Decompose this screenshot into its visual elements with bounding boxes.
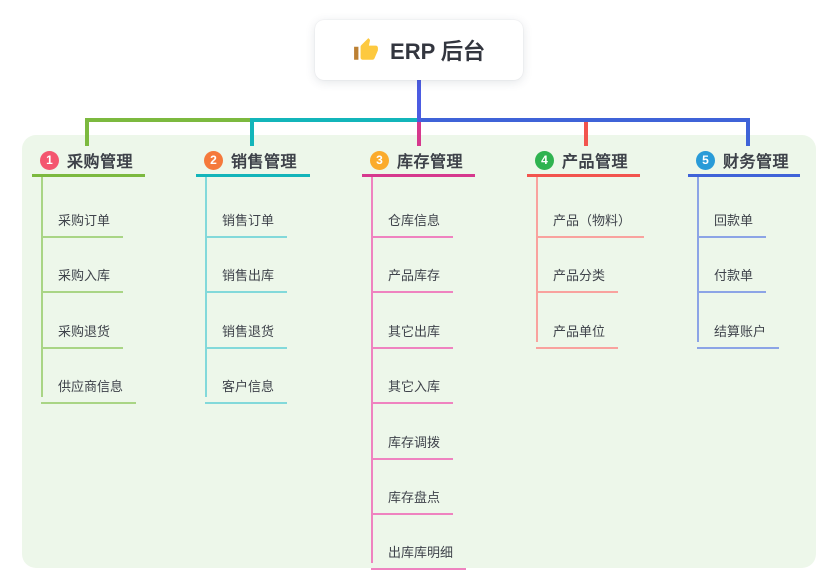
node-receipt-slip[interactable]: 回款单 [697,199,767,238]
connector-purchase-stub [85,118,89,146]
branch-label: 产品管理 [562,154,629,171]
node-other-outbound[interactable]: 其它出库 [371,310,454,349]
branch-inventory-vline [371,177,373,563]
branch-label: 财务管理 [723,154,790,171]
connector-inventory-stub [417,122,421,146]
node-stock-transfer[interactable]: 库存调拨 [371,421,454,460]
node-purchase-return[interactable]: 采购退货 [41,310,124,349]
branch-title-inventory[interactable]: 3 库存管理 [362,146,475,177]
root-connector-line [417,80,421,122]
node-outbound-detail[interactable]: 出库库明细 [371,531,467,570]
branch-product: 4 产品管理 产品（物料） 产品分类 产品单位 [527,146,645,349]
branches-panel [22,135,816,568]
branch-purchase-vline [41,177,43,397]
connector-sales-stub [250,118,254,146]
connector-finance-stub [746,118,750,146]
node-sales-outbound[interactable]: 销售出库 [205,254,288,293]
connector-product-stub [584,122,588,146]
node-sales-return[interactable]: 销售退货 [205,310,288,349]
thumbs-up-icon [353,37,379,63]
node-customer-info[interactable]: 客户信息 [205,365,288,404]
badge-3: 3 [370,150,389,170]
branch-sales: 2 销售管理 销售订单 销售出库 销售退货 客户信息 [196,146,310,404]
branch-label: 销售管理 [231,154,298,171]
connector-finance-line [417,118,750,122]
node-settlement-account[interactable]: 结算账户 [697,310,780,349]
node-product-category[interactable]: 产品分类 [536,254,619,293]
node-payment-slip[interactable]: 付款单 [697,254,767,293]
branch-label: 采购管理 [67,154,134,171]
branch-title-purchase[interactable]: 1 采购管理 [32,146,145,177]
node-purchase-order[interactable]: 采购订单 [41,199,124,238]
branch-title-product[interactable]: 4 产品管理 [527,146,640,177]
branch-title-finance[interactable]: 5 财务管理 [688,146,800,177]
node-product-unit[interactable]: 产品单位 [536,310,619,349]
branch-purchase: 1 采购管理 采购订单 采购入库 采购退货 供应商信息 [32,146,145,404]
node-product-material[interactable]: 产品（物料） [536,199,645,238]
badge-2: 2 [204,150,223,170]
branch-finance-vline [697,177,699,342]
branch-title-sales[interactable]: 2 销售管理 [196,146,310,177]
connector-sales-line [250,118,417,122]
node-other-inbound[interactable]: 其它入库 [371,365,454,404]
node-sales-order[interactable]: 销售订单 [205,199,288,238]
node-supplier-info[interactable]: 供应商信息 [41,365,137,404]
branch-product-vline [536,177,538,342]
branch-sales-vline [205,177,207,397]
root-title: ERP 后台 [390,39,485,64]
node-purchase-inbound[interactable]: 采购入库 [41,254,124,293]
branch-finance: 5 财务管理 回款单 付款单 结算账户 [688,146,800,349]
root-node[interactable]: ERP 后台 [315,20,523,80]
node-product-stock[interactable]: 产品库存 [371,254,454,293]
branch-label: 库存管理 [397,154,464,171]
badge-1: 1 [40,150,59,170]
branch-inventory: 3 库存管理 仓库信息 产品库存 其它出库 其它入库 库存调拨 库存盘点 出库库… [362,146,475,570]
badge-4: 4 [535,150,554,170]
badge-5: 5 [696,150,715,170]
node-warehouse-info[interactable]: 仓库信息 [371,199,454,238]
node-stock-count[interactable]: 库存盘点 [371,476,454,515]
